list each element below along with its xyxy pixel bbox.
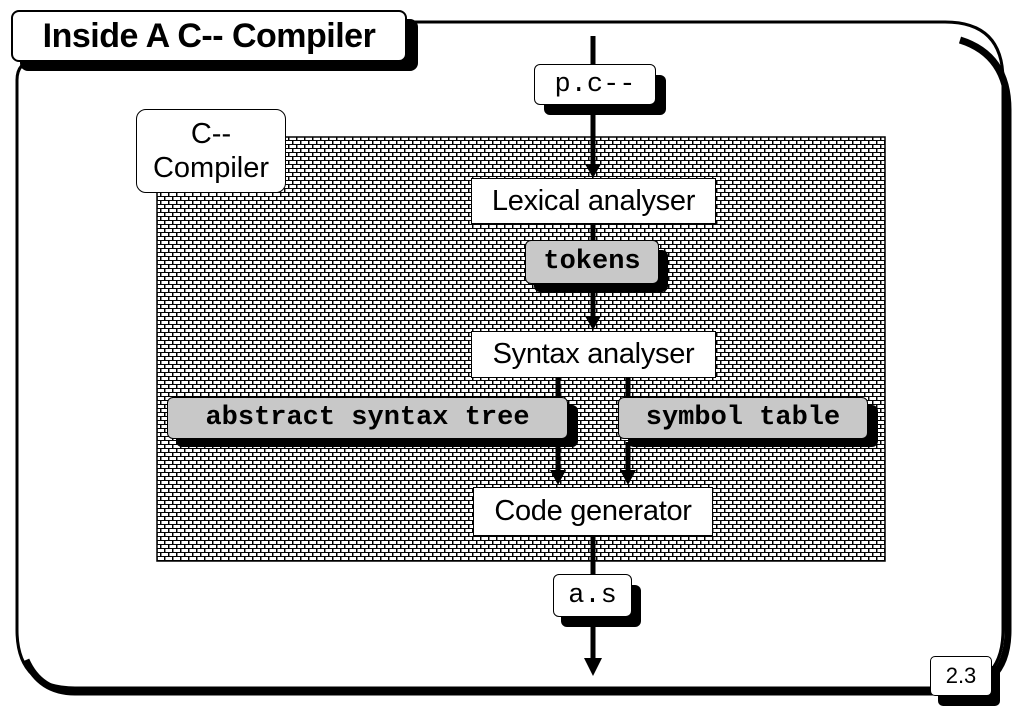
stage-syntax-analyser: Syntax analyser xyxy=(471,331,716,378)
tokens-box: tokens xyxy=(525,240,659,284)
compiler-label-line2: Compiler xyxy=(152,152,270,184)
arrowhead-symtab-to-codegen xyxy=(620,470,636,485)
stage-code-generator: Code generator xyxy=(473,487,713,536)
arrowhead-output xyxy=(584,658,602,676)
ast-label: abstract syntax tree xyxy=(205,403,530,433)
stage-label: Code generator xyxy=(494,495,692,527)
arrowhead-to-lexical xyxy=(585,164,601,178)
page-number-box: 2.3 xyxy=(930,656,992,696)
input-file-label: p.c-- xyxy=(554,69,636,100)
tokens-label: tokens xyxy=(543,247,641,277)
symbol-table-box: symbol table xyxy=(618,397,868,439)
stage-label: Lexical analyser xyxy=(491,184,696,217)
page-title: Inside A C-- Compiler xyxy=(42,16,376,55)
ast-box: abstract syntax tree xyxy=(167,397,568,439)
stage-lexical-analyser: Lexical analyser xyxy=(471,178,716,224)
symbol-table-label: symbol table xyxy=(645,403,841,433)
arrowhead-ast-to-codegen xyxy=(550,470,566,485)
stage-label: Syntax analyser xyxy=(492,338,695,370)
compiler-label-box: C-- Compiler xyxy=(136,109,286,193)
arrowhead-to-syntax xyxy=(585,316,601,330)
compiler-label-line1: C-- xyxy=(190,118,232,150)
output-file-box: a.s xyxy=(553,574,632,617)
input-file-box: p.c-- xyxy=(534,64,656,105)
title-box: Inside A C-- Compiler xyxy=(11,10,407,62)
output-file-label: a.s xyxy=(568,580,617,611)
page-number: 2.3 xyxy=(945,663,977,688)
